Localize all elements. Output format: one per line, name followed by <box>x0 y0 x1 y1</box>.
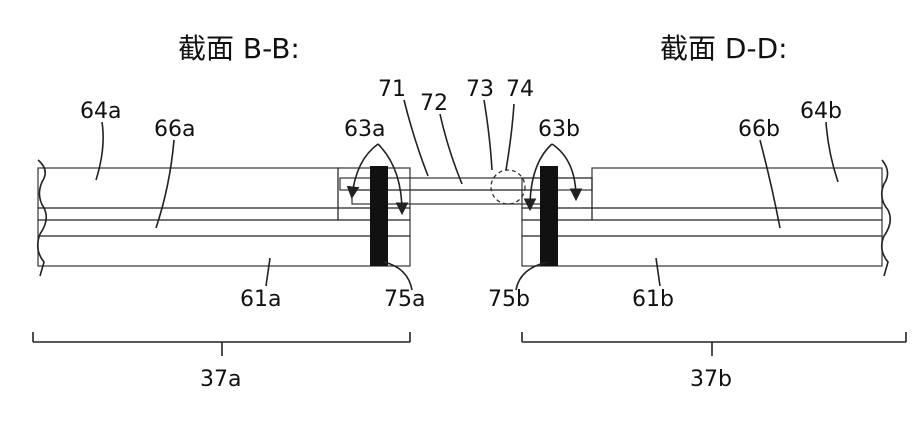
bar-75a <box>370 166 388 266</box>
layer-66a <box>38 220 410 236</box>
title-left: 截面 B-B: <box>178 32 300 65</box>
label-73: 73 <box>466 77 494 102</box>
break-line-left <box>38 160 47 276</box>
leader-61b <box>656 258 660 286</box>
label-63b: 63b <box>538 117 580 142</box>
label-74: 74 <box>506 77 534 102</box>
bracket-37b <box>522 332 906 356</box>
label-37a: 37a <box>200 367 241 392</box>
break-line-right <box>882 160 891 276</box>
title-right: 截面 D-D: <box>660 32 788 65</box>
label-64b: 64b <box>800 99 842 124</box>
label-64a: 64a <box>80 99 121 124</box>
leader-74 <box>506 104 514 170</box>
label-72: 72 <box>420 91 448 116</box>
layer-61b <box>522 236 882 266</box>
label-61a: 61a <box>240 287 281 312</box>
leader-72 <box>440 114 462 184</box>
layer-gap-a <box>38 208 338 220</box>
right-section <box>522 160 890 276</box>
bracket-37a <box>33 332 410 356</box>
label-66b: 66b <box>738 117 780 142</box>
label-75a: 75a <box>384 287 425 312</box>
layer-66b <box>522 220 882 236</box>
leader-66b <box>760 140 780 228</box>
layer-64a <box>38 168 338 208</box>
bar-75b <box>540 166 558 266</box>
leader-64a <box>96 122 103 180</box>
leader-73 <box>484 100 492 170</box>
left-section <box>38 160 410 276</box>
layer-gap-b <box>592 208 882 220</box>
layer-61a <box>38 236 410 266</box>
dashed-circle-74 <box>491 170 525 204</box>
leader-64b <box>826 122 838 182</box>
label-37b: 37b <box>690 367 732 392</box>
label-61b: 61b <box>632 287 674 312</box>
leader-61a <box>266 258 270 286</box>
label-71: 71 <box>378 77 406 102</box>
label-75b: 75b <box>488 287 530 312</box>
leader-66a <box>156 140 174 228</box>
label-63a: 63a <box>344 117 385 142</box>
label-66a: 66a <box>154 117 195 142</box>
layer-64b <box>592 168 882 208</box>
